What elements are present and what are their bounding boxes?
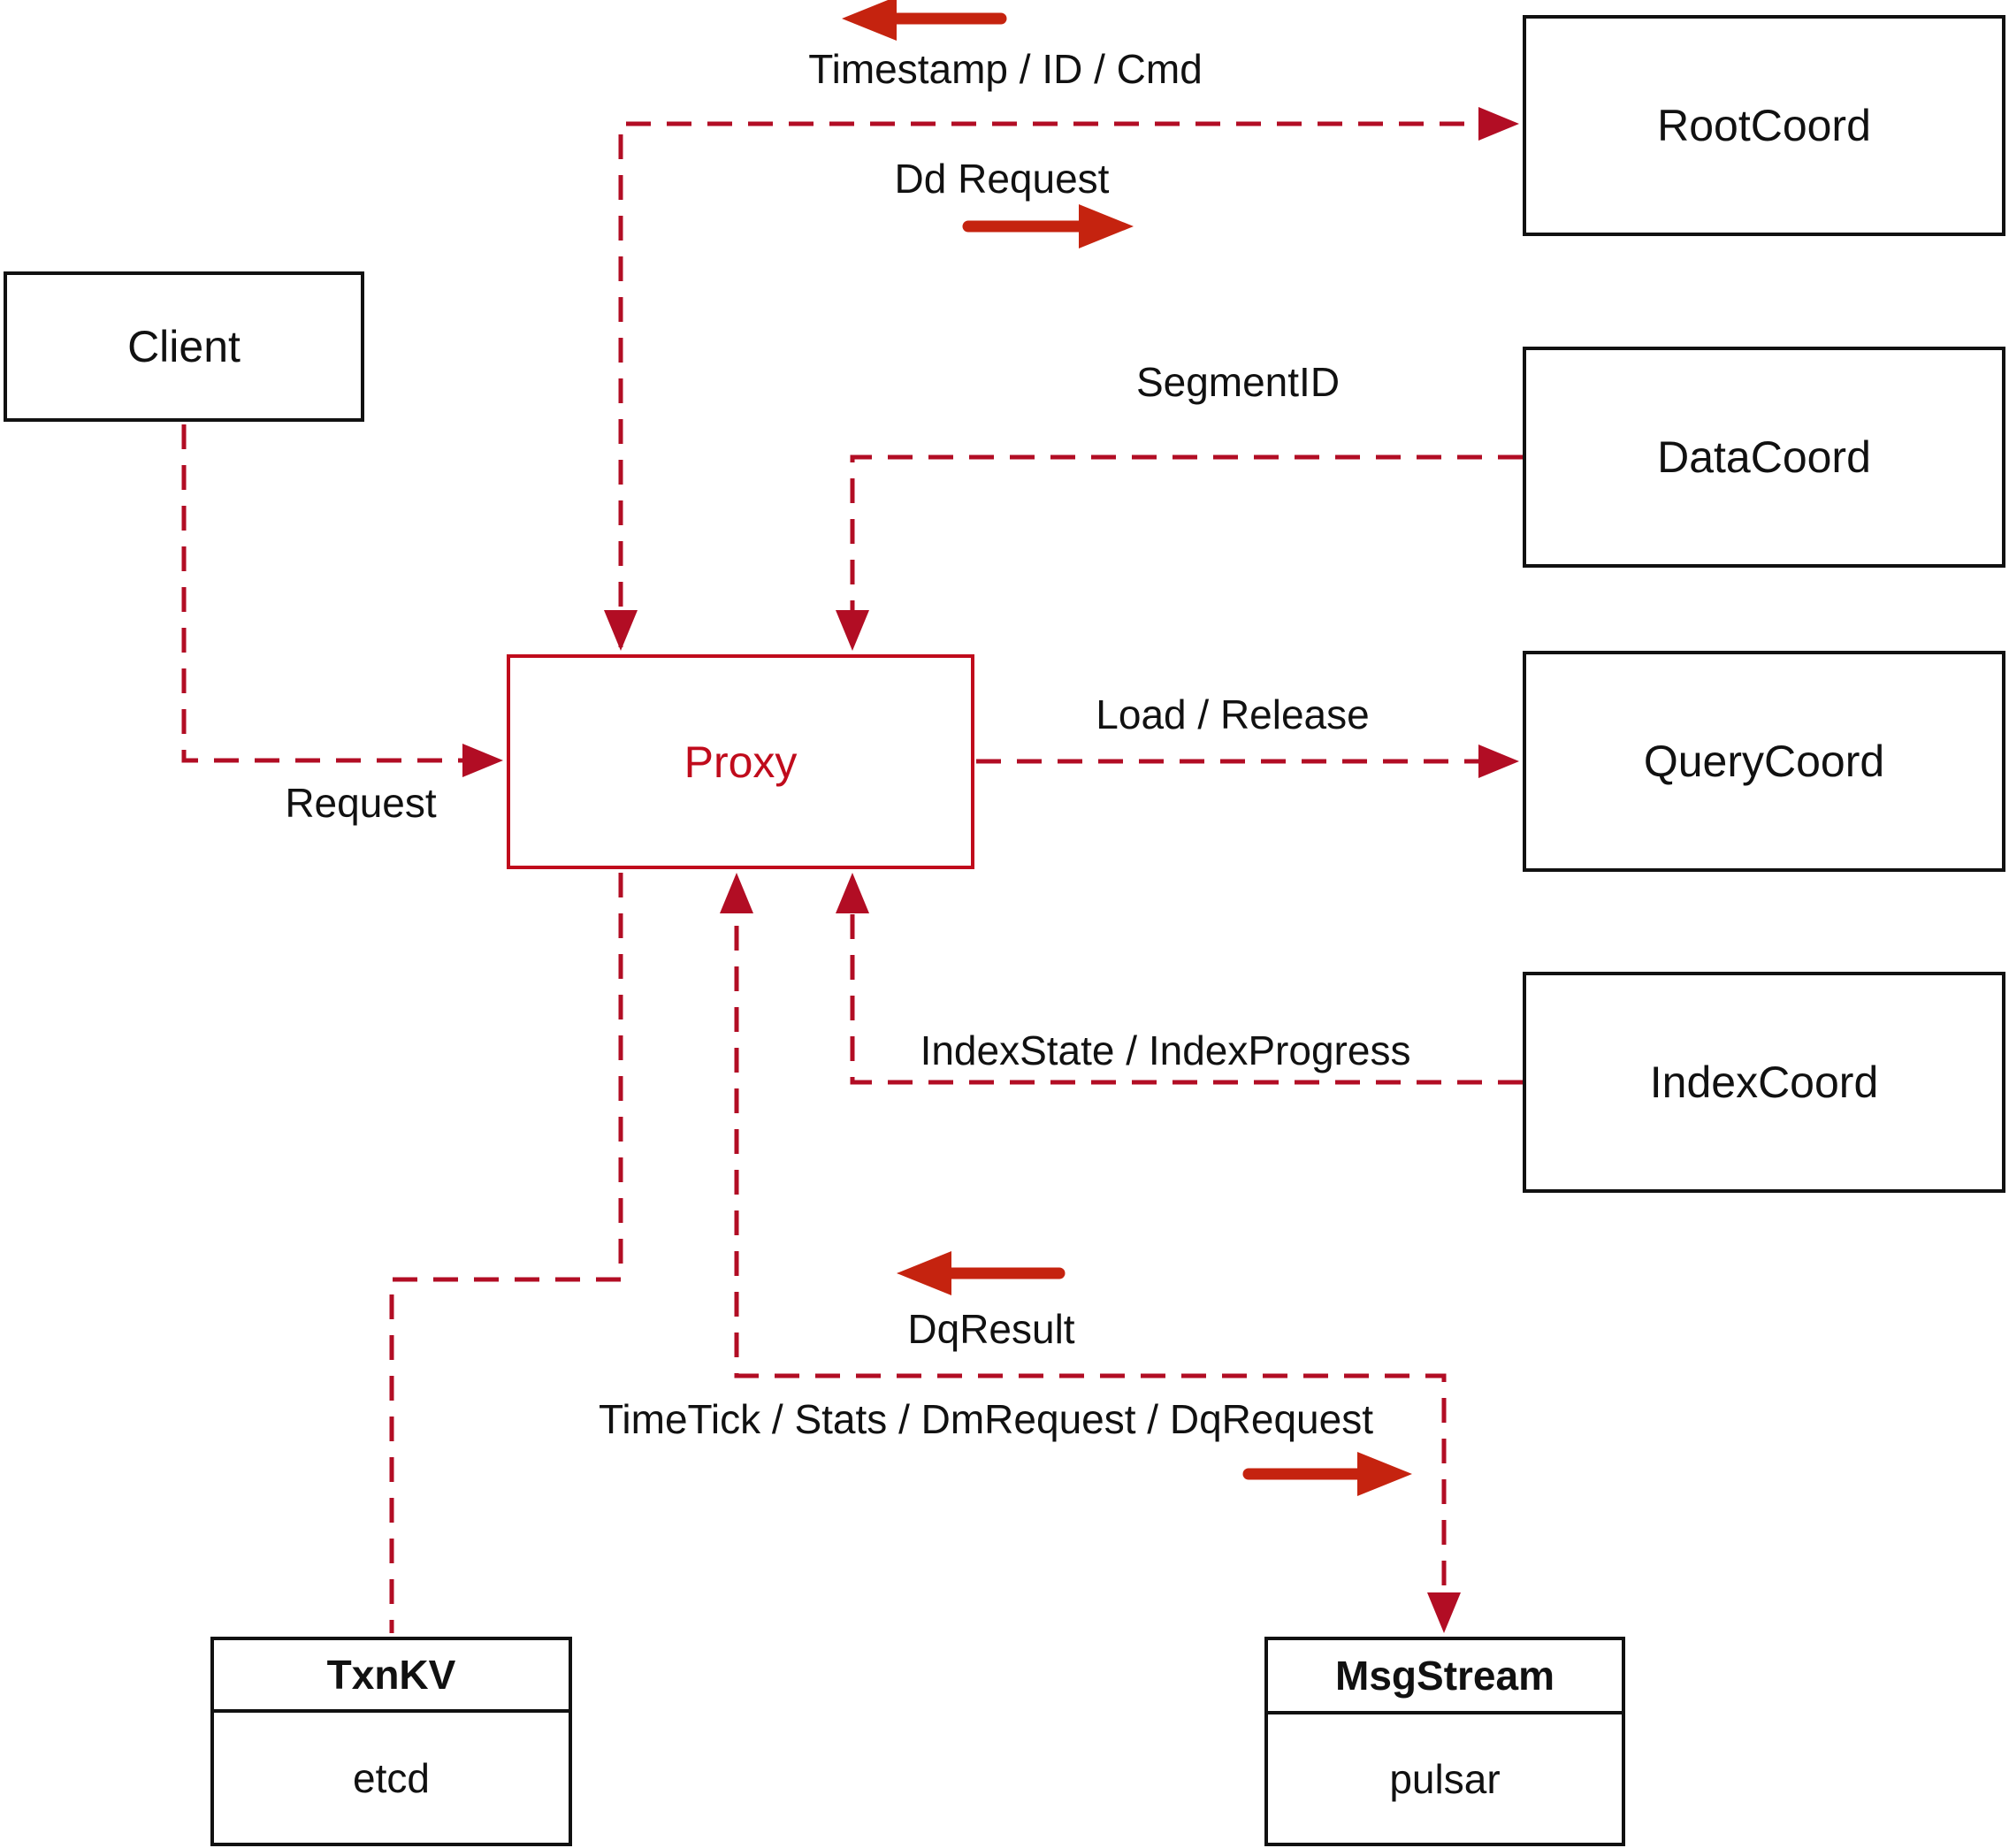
edge-datacoord-proxy — [850, 454, 1523, 638]
arrowhead-into-proxy-left — [462, 744, 503, 777]
arrowhead-into-proxy-bottom-left — [720, 873, 753, 913]
edge-label-dq-result: DqResult — [907, 1306, 1075, 1352]
txnkv-title: TxnKV — [214, 1640, 569, 1713]
flow-arrow-timestamp-left — [842, 0, 1007, 41]
querycoord-label: QueryCoord — [1643, 737, 1885, 786]
txnkv-subtitle: etcd — [353, 1754, 430, 1801]
client-label: Client — [127, 322, 241, 371]
edge-label-dd-request: Dd Request — [894, 156, 1110, 202]
arrowhead-into-proxy-top-right — [836, 610, 869, 651]
msgstream-subtitle: pulsar — [1389, 1755, 1501, 1802]
indexcoord-label: IndexCoord — [1649, 1058, 1879, 1107]
edge-label-timetick: TimeTick / Stats / DmRequest / DqRequest — [599, 1396, 1373, 1442]
node-proxy: Proxy — [507, 654, 974, 869]
proxy-label: Proxy — [684, 737, 798, 787]
edge-label-timestamp: Timestamp / ID / Cmd — [808, 46, 1203, 92]
arrowhead-into-proxy-top-left — [604, 610, 638, 651]
edge-proxy-msgstream — [734, 885, 1447, 1621]
node-rootcoord: RootCoord — [1523, 15, 2005, 236]
node-txnkv: TxnKV etcd — [210, 1637, 572, 1846]
edge-client-proxy — [181, 424, 487, 763]
node-client: Client — [4, 271, 364, 422]
arrowhead-into-rootcoord — [1478, 107, 1519, 141]
edge-proxy-txnkv — [389, 873, 623, 1633]
flow-arrow-dd-request-right — [962, 204, 1134, 248]
node-indexcoord: IndexCoord — [1523, 972, 2005, 1193]
arrowhead-into-msgstream — [1427, 1592, 1461, 1633]
datacoord-label: DataCoord — [1657, 432, 1871, 482]
arrowhead-into-querycoord — [1478, 745, 1519, 778]
edge-label-load-release: Load / Release — [1096, 691, 1370, 737]
rootcoord-label: RootCoord — [1657, 101, 1871, 150]
node-datacoord: DataCoord — [1523, 347, 2005, 568]
edge-label-segment-id: SegmentID — [1135, 359, 1341, 405]
msgstream-title: MsgStream — [1268, 1640, 1622, 1714]
edge-proxy-rootcoord — [618, 121, 1503, 647]
edge-label-request: Request — [285, 780, 437, 826]
flow-arrow-dq-request-right — [1242, 1452, 1412, 1496]
arrowhead-into-proxy-bottom-right — [836, 873, 869, 913]
node-msgstream: MsgStream pulsar — [1264, 1637, 1625, 1846]
edge-indexcoord-proxy — [850, 885, 1523, 1085]
node-querycoord: QueryCoord — [1523, 651, 2005, 872]
flow-arrow-dq-result-left — [897, 1251, 1066, 1295]
edge-label-index-state: IndexState / IndexProgress — [920, 1027, 1411, 1073]
